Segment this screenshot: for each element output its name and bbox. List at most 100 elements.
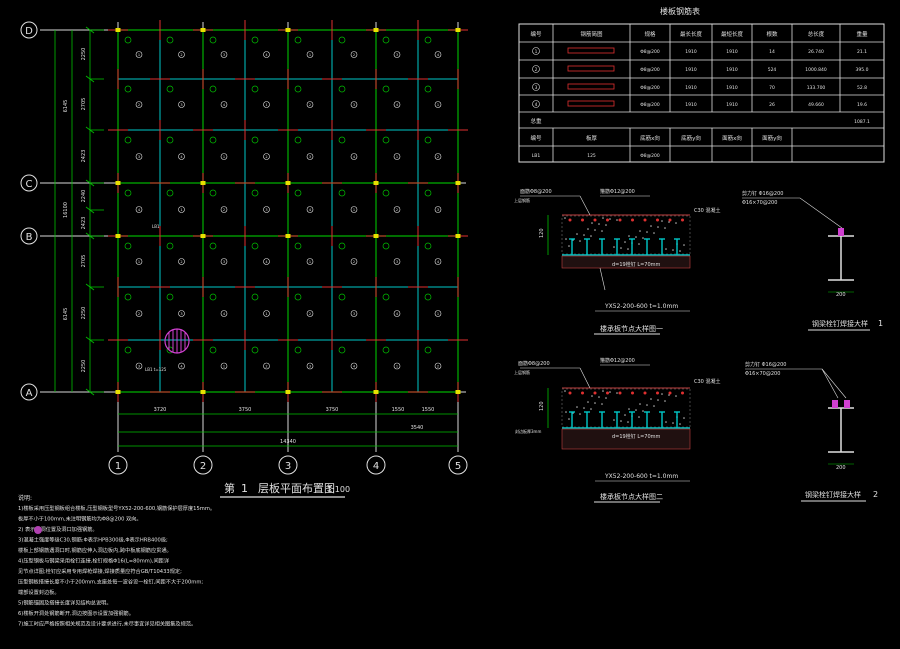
table-cell: 3: [535, 85, 538, 90]
bottom-rebar-label: 2: [265, 365, 267, 369]
concrete-dot: [590, 235, 592, 237]
column-mark: [200, 234, 206, 238]
bottom-rebar-bubble: [306, 362, 314, 370]
column-mark: [115, 234, 121, 238]
concrete-dot: [583, 407, 585, 409]
top-rebar-dot: [631, 218, 634, 222]
d2-side-note: 封边板厚3mm: [515, 428, 541, 434]
bottom-rebar-bubble: [263, 362, 270, 370]
left-dimension-lines: [54, 30, 91, 392]
bottom-dim-text: 3720: [154, 407, 167, 413]
axis-label-c: C: [26, 179, 33, 190]
table-sub-header: 板厚: [586, 134, 598, 142]
column-mark: [373, 234, 379, 238]
table-cell: Φ8@200: [640, 49, 660, 55]
top-rebar-dot: [681, 391, 684, 395]
concrete-dot: [609, 218, 611, 220]
notes-line: 压型钢板搭接长度不小于200mm,支座处每一波谷设一栓钉,间距不大于200mm;: [18, 578, 203, 586]
bottom-rebar-label: 1: [396, 365, 398, 369]
rebar-tag-bubble: [382, 36, 390, 44]
concrete-dot: [624, 241, 626, 243]
rebar-tag-bubble: [294, 189, 302, 197]
axis-label-2: 2: [200, 461, 206, 472]
left-dimension-texts: 2250270524232240242327052250225061451610…: [63, 48, 87, 373]
concrete-dot: [579, 413, 581, 415]
rebar-tag-bubble: [124, 293, 132, 301]
rebar-tag-bubble: [251, 36, 259, 44]
bottom-rebar-bubble: [220, 101, 228, 108]
left-dim-text: 2250: [81, 307, 87, 320]
left-dim-text: 2423: [81, 217, 87, 230]
notes-line: 2) 表示开洞位置及洞口加强钢筋。: [18, 525, 98, 533]
left-dim-outer-text: 16100: [63, 202, 69, 218]
concrete-dot: [568, 418, 570, 420]
table-row-bubble: [532, 65, 540, 73]
bottom-rebar-label: 1: [265, 103, 267, 107]
table-cell: 21.1: [857, 49, 867, 55]
rebar-tag-bubble: [294, 242, 302, 250]
concrete-dot: [683, 417, 685, 419]
concrete-dot: [635, 409, 637, 411]
d1-stud: d=19栓钉 L=70mm: [612, 261, 661, 268]
top-rebar-dot: [656, 391, 659, 395]
bottom-rebar-label: 3: [353, 103, 355, 107]
concrete-dot: [639, 403, 641, 405]
detail-1: 120 面筋Φ8@200 上层钢筋 箍筋Φ12@200 C30 混凝土 d=19…: [514, 188, 720, 335]
table-cell: 1910: [685, 85, 697, 91]
rebar-tag-bubble: [424, 36, 432, 44]
top-rebar-dot: [668, 391, 672, 395]
bottom-rebar-label: 1: [353, 208, 355, 212]
bottom-rebar-label: 4: [353, 365, 356, 369]
column-mark: [200, 390, 206, 394]
bottom-rebar-label: 4: [437, 260, 440, 264]
plan-title: 第 1 层板平面布置图 1:100: [220, 481, 350, 498]
bottom-rebar-label: 3: [138, 365, 140, 369]
rebar-tag-bubble: [338, 242, 346, 250]
table-row-bubble: [532, 47, 540, 55]
concrete-dot: [679, 250, 681, 252]
bottom-rebar-bubble: [434, 258, 442, 265]
bottom-rebar-label: 2: [138, 103, 140, 107]
table-sub-cell: Φ8@200: [640, 153, 660, 159]
concrete-dot: [587, 401, 589, 403]
bottom-rebar-label: 4: [180, 365, 183, 369]
column-mark: [285, 28, 291, 32]
table-sub-header: 底筋x向: [640, 134, 660, 142]
bottom-rebar-label: 2: [353, 53, 355, 57]
beam2-title: 钢梁栓钉焊接大样: [805, 490, 861, 499]
concrete-dot: [616, 392, 618, 394]
column-mark: [455, 28, 461, 32]
rebar-tag-bubble: [338, 85, 346, 93]
rebar-tag-bubble: [382, 242, 390, 250]
notes-line: 5)钢筋锚固及搭接长度详见结构总说明。: [18, 599, 112, 607]
bottom-rebar-bubble: [178, 258, 185, 265]
bottom-rebar-label: 3: [223, 53, 225, 57]
bottom-rebar-bubble: [434, 51, 442, 58]
bottom-rebar-bubble: [350, 101, 358, 108]
rebar-tag-bubble: [382, 293, 390, 301]
bottom-rebar-label: 2: [138, 312, 140, 316]
rebar-tag-bubble: [338, 293, 346, 301]
bottom-rebar-bubble: [393, 362, 401, 370]
bottom-rebar-label: 2: [223, 208, 225, 212]
left-dim-text: 2250: [81, 48, 87, 61]
axis-label-4: 4: [373, 461, 379, 472]
notes-line: 1)楼板采用压型钢板组合楼板,压型钢板型号YX52-200-600,钢筋保护层厚…: [18, 504, 215, 512]
column-mark: [455, 390, 461, 394]
concrete-dot: [601, 230, 603, 232]
rebar-tag-bubble: [338, 36, 346, 44]
table-total-label: 总重: [530, 117, 542, 125]
bottom-rebar-label: 2: [353, 260, 355, 264]
concrete-dot: [564, 217, 566, 219]
rebar-tag-bubble: [124, 242, 132, 250]
concrete-dot: [598, 396, 600, 398]
bottom-rebar-label: 1: [138, 53, 140, 57]
notes-line: 见节点详图;栓钉应采用专用焊枪焊接,焊接质量应符合GB/T10433规定;: [18, 567, 182, 575]
bottom-rebar-bubble: [306, 51, 314, 58]
column-mark: [285, 181, 291, 185]
bottom-dim-text: 1550: [392, 407, 405, 413]
column-mark: [285, 234, 291, 238]
concrete-dot: [657, 399, 659, 401]
notes-heading: 说明:: [18, 494, 32, 502]
